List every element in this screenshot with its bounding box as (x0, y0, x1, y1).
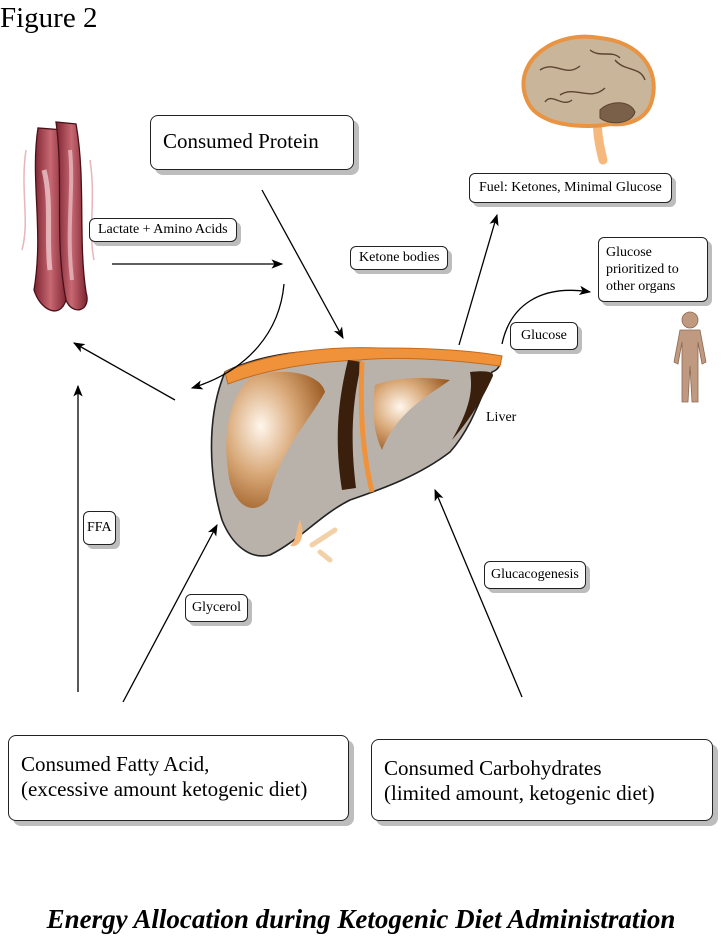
glycerol-tag: Glycerol (185, 594, 248, 622)
glucose-label: Glucose (521, 328, 567, 343)
figure-label: Figure 2 (0, 2, 98, 34)
lactate-amino-acids-tag: Lactate + Amino Acids (89, 218, 237, 242)
liver-label: Liver (486, 410, 517, 425)
figure-caption: Energy Allocation during Ketogenic Diet … (46, 904, 676, 934)
arrows (72, 189, 592, 703)
fuel-label: Fuel: Ketones, Minimal Glucose (479, 180, 662, 195)
glucose-prioritized-box: Glucose prioritized to other organs (598, 237, 708, 302)
ffa-label: FFA (87, 520, 112, 535)
brain-icon (521, 34, 656, 165)
arrow-glucose-to-organs (501, 285, 592, 345)
glucose-tag: Glucose (510, 322, 578, 350)
arrow-liver-to-muscle (72, 342, 176, 401)
carbohydrates-line-1: Consumed Carbohydrates (384, 756, 602, 780)
carbohydrates-line-2: (limited amount, ketogenic diet) (384, 781, 655, 805)
ketone-bodies-label: Ketone bodies (359, 250, 440, 265)
glucacogenesis-tag: Glucacogenesis (484, 561, 586, 589)
lactate-amino-acids-label: Lactate + Amino Acids (98, 222, 228, 237)
liver-icon (210, 347, 503, 563)
glucose-prioritized-line-2: prioritized to (606, 262, 679, 277)
arrow-ketones-to-brain (458, 213, 499, 346)
arrow-lactate-to-liver (190, 283, 285, 390)
consumed-protein-label: Consumed Protein (163, 129, 319, 153)
consumed-carbohydrates-box: Consumed Carbohydrates (limited amount, … (371, 739, 713, 821)
glucacogenesis-label: Glucacogenesis (491, 567, 579, 582)
arrow-glycerol-to-liver (122, 523, 218, 703)
arrow-protein-to-liver (261, 189, 344, 340)
glucose-prioritized-line-1: Glucose (606, 245, 652, 260)
arrow-carbs-to-liver (434, 488, 523, 698)
ketone-bodies-tag: Ketone bodies (350, 246, 449, 270)
glycerol-label: Glycerol (192, 600, 241, 615)
fatty-acid-line-2: (excessive amount ketogenic diet) (21, 777, 308, 801)
consumed-protein-box: Consumed Protein (150, 115, 354, 170)
fatty-acid-line-1: Consumed Fatty Acid, (21, 752, 210, 776)
ffa-tag: FFA (83, 511, 116, 545)
muscle-icon (21, 121, 95, 312)
fuel-tag: Fuel: Ketones, Minimal Glucose (469, 173, 672, 203)
consumed-fatty-acid-box: Consumed Fatty Acid, (excessive amount k… (8, 735, 349, 821)
human-figure-icon (673, 311, 707, 403)
glucose-prioritized-line-3: other organs (606, 279, 676, 294)
